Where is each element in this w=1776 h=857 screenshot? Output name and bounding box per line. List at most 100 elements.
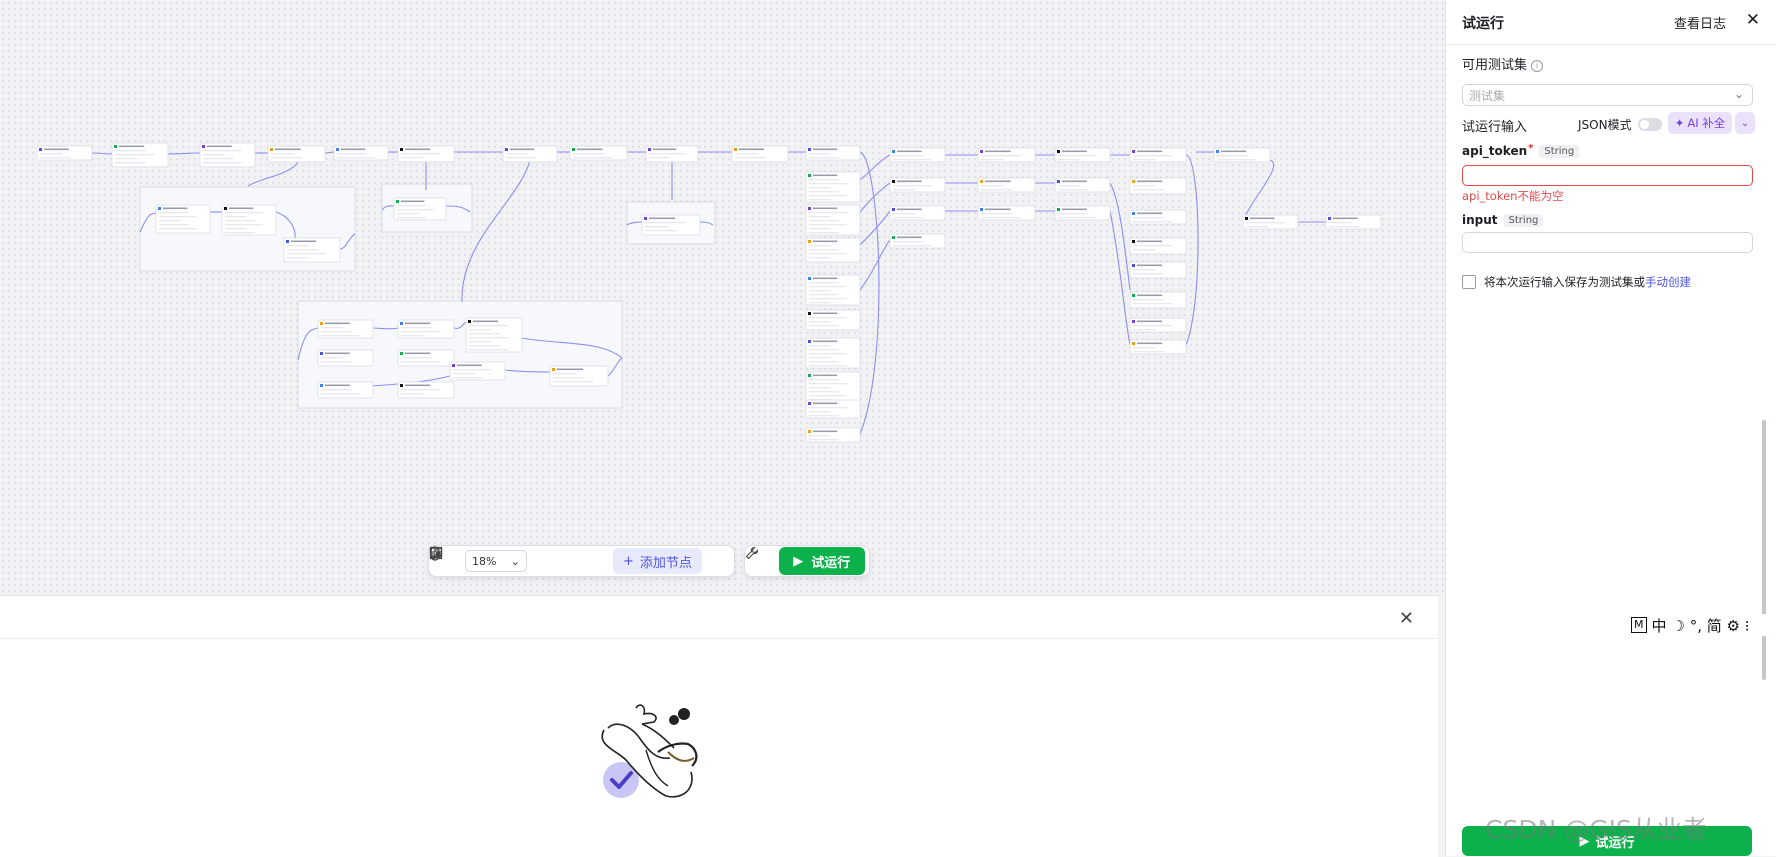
view-log-link[interactable]: 查看日志 bbox=[1673, 17, 1726, 32]
test-run-button[interactable]: ▶ 试运行 bbox=[778, 547, 865, 575]
workflow-node[interactable] bbox=[645, 145, 699, 163]
workflow-node[interactable] bbox=[449, 361, 506, 381]
node-field-line bbox=[809, 353, 847, 355]
workflow-node[interactable] bbox=[1129, 147, 1187, 163]
comment-icon[interactable] bbox=[429, 547, 557, 573]
workflow-node[interactable] bbox=[805, 204, 861, 236]
save-testset-checkbox[interactable] bbox=[1462, 275, 1476, 289]
node-field-line bbox=[159, 228, 197, 230]
ime-lang[interactable]: 中 bbox=[1651, 616, 1667, 635]
workflow-node[interactable] bbox=[805, 274, 861, 306]
manual-create-link[interactable]: 手动创建 bbox=[1645, 275, 1691, 289]
workflow-node[interactable] bbox=[397, 381, 455, 399]
node-field-line bbox=[809, 179, 839, 181]
workflow-node[interactable] bbox=[805, 171, 861, 203]
workflow-node[interactable] bbox=[199, 142, 256, 168]
workflow-node[interactable] bbox=[1325, 214, 1382, 230]
workflow-node[interactable] bbox=[1054, 177, 1111, 193]
wrench-icon[interactable] bbox=[745, 546, 775, 573]
close-icon[interactable]: ✕ bbox=[1745, 10, 1760, 30]
add-node-button[interactable]: + 添加节点 bbox=[613, 548, 702, 574]
workflow-node[interactable] bbox=[317, 349, 374, 367]
workflow-node[interactable] bbox=[317, 319, 374, 339]
node-type-icon bbox=[1057, 150, 1060, 153]
workflow-graph[interactable] bbox=[0, 0, 1446, 596]
workflow-node[interactable] bbox=[977, 205, 1036, 221]
workflow-node[interactable] bbox=[1054, 147, 1111, 163]
workflow-node[interactable] bbox=[1129, 291, 1187, 309]
ime-items[interactable]: ☽ °, 简 ⚙ ⁝ bbox=[1671, 616, 1750, 635]
workflow-node[interactable] bbox=[1129, 339, 1187, 355]
workflow-node[interactable] bbox=[805, 237, 861, 263]
canvas-toolbar: 18% ⌄ + 添加节点 bbox=[428, 545, 735, 577]
workflow-node[interactable] bbox=[1054, 205, 1111, 221]
workflow-node[interactable] bbox=[393, 197, 447, 221]
workflow-node[interactable] bbox=[397, 349, 455, 367]
node-title-line bbox=[985, 150, 1011, 153]
workflow-node[interactable] bbox=[805, 427, 861, 443]
node-field-line bbox=[981, 213, 1013, 215]
json-mode-toggle[interactable] bbox=[1637, 118, 1662, 131]
workflow-node[interactable] bbox=[805, 337, 861, 369]
workflow-node[interactable] bbox=[397, 145, 455, 163]
workflow-node[interactable] bbox=[36, 145, 93, 161]
zoom-select[interactable]: 18% ⌄ bbox=[465, 550, 527, 572]
workflow-node[interactable] bbox=[465, 317, 523, 353]
workflow-node[interactable] bbox=[805, 399, 861, 419]
workflow-node[interactable] bbox=[889, 147, 946, 163]
workflow-node[interactable] bbox=[1242, 214, 1299, 230]
save-as-testset-row: 将本次运行输入保存为测试集或手动创建 bbox=[1462, 274, 1691, 290]
node-type-icon bbox=[202, 145, 205, 148]
workflow-canvas[interactable]: 18% ⌄ + 添加节点 ▶ 试运行 bbox=[0, 0, 1446, 596]
workflow-node[interactable] bbox=[889, 205, 946, 221]
workflow-node[interactable] bbox=[641, 214, 701, 236]
ai-fill-button[interactable]: ✦ AI 补全 bbox=[1668, 112, 1732, 134]
node-field-line bbox=[893, 189, 915, 191]
workflow-node[interactable] bbox=[155, 204, 211, 234]
auto-layout-icon[interactable] bbox=[429, 546, 583, 573]
workflow-node[interactable] bbox=[1129, 177, 1187, 195]
workflow-node[interactable] bbox=[1129, 209, 1187, 225]
workflow-node[interactable] bbox=[1129, 317, 1187, 333]
workflow-node[interactable] bbox=[977, 147, 1036, 163]
node-title-line bbox=[1137, 294, 1163, 297]
workflow-node[interactable] bbox=[283, 237, 341, 263]
workflow-node[interactable] bbox=[805, 145, 861, 161]
workflow-node[interactable] bbox=[805, 371, 861, 403]
close-icon[interactable]: ✕ bbox=[1398, 608, 1414, 629]
workflow-node[interactable] bbox=[397, 319, 455, 339]
workflow-node[interactable] bbox=[333, 145, 389, 161]
node-title-line bbox=[44, 148, 69, 151]
node-title-line bbox=[813, 240, 838, 243]
node-field-line bbox=[809, 383, 847, 385]
ime-mode[interactable]: M bbox=[1631, 617, 1647, 633]
ai-fill-dropdown[interactable]: ⌄ bbox=[1735, 112, 1755, 134]
api-token-input[interactable] bbox=[1462, 165, 1753, 186]
workflow-node[interactable] bbox=[1129, 237, 1187, 255]
ime-toolbar[interactable]: M 中 ☽ °, 简 ⚙ ⁝ bbox=[1627, 614, 1776, 636]
workflow-node[interactable] bbox=[805, 309, 861, 331]
workflow-node[interactable] bbox=[731, 145, 789, 163]
input-field[interactable] bbox=[1462, 232, 1753, 253]
node-title-line bbox=[1137, 342, 1163, 345]
workflow-node[interactable] bbox=[889, 177, 946, 193]
workflow-node[interactable] bbox=[1129, 261, 1187, 279]
workflow-node[interactable] bbox=[569, 145, 628, 161]
panel-scrollbar[interactable] bbox=[1762, 420, 1766, 680]
info-icon[interactable]: i bbox=[1531, 59, 1544, 72]
testset-select[interactable]: 测试集 ⌄ bbox=[1462, 84, 1753, 106]
workflow-node[interactable] bbox=[267, 145, 326, 163]
panel-run-button[interactable]: ▶ 试运行 bbox=[1462, 826, 1752, 856]
workflow-node[interactable] bbox=[549, 365, 609, 387]
workflow-node[interactable] bbox=[111, 142, 169, 168]
workflow-node[interactable] bbox=[317, 381, 374, 399]
minimap-icon[interactable] bbox=[429, 547, 609, 573]
node-field-line bbox=[1058, 217, 1097, 219]
workflow-node[interactable] bbox=[889, 233, 946, 249]
node-field-line bbox=[401, 357, 432, 359]
workflow-node[interactable] bbox=[977, 177, 1036, 193]
workflow-node[interactable] bbox=[502, 145, 558, 163]
workflow-node[interactable] bbox=[221, 204, 277, 236]
node-field-line bbox=[809, 325, 839, 327]
workflow-node[interactable] bbox=[1213, 147, 1271, 163]
